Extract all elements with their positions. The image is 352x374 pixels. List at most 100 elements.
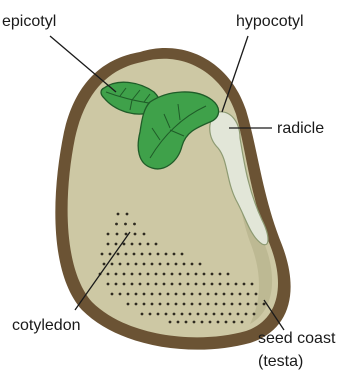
stipple-dot	[127, 263, 130, 266]
stipple-dot	[171, 273, 174, 276]
stipple-dot	[231, 303, 234, 306]
stipple-dot	[107, 283, 110, 286]
stipple-dot	[117, 253, 120, 256]
stipple-dot	[223, 303, 226, 306]
stipple-dot	[131, 283, 134, 286]
stipple-dot	[167, 263, 170, 266]
stipple-dot	[191, 293, 194, 296]
stipple-dot	[107, 273, 110, 276]
stipple-dot	[207, 293, 210, 296]
stipple-dot	[143, 293, 146, 296]
stipple-dot	[151, 303, 154, 306]
stipple-dot	[111, 263, 114, 266]
stipple-dot	[187, 273, 190, 276]
stipple-dot	[209, 321, 212, 324]
stipple-dot	[251, 283, 254, 286]
stipple-dot	[175, 263, 178, 266]
stipple-dot	[165, 313, 168, 316]
stipple-dot	[183, 293, 186, 296]
stipple-dot	[191, 263, 194, 266]
stipple-dot	[125, 233, 128, 236]
stipple-dot	[107, 233, 110, 236]
stipple-dot	[253, 313, 256, 316]
stipple-dot	[227, 283, 230, 286]
stipple-dot	[134, 233, 137, 236]
stipple-dot	[203, 283, 206, 286]
stipple-dot	[151, 293, 154, 296]
stipple-dot	[179, 283, 182, 286]
stipple-dot	[171, 283, 174, 286]
stipple-dot	[205, 313, 208, 316]
stipple-dot	[211, 273, 214, 276]
stipple-dot	[247, 303, 250, 306]
stipple-dot	[141, 253, 144, 256]
stipple-dot	[255, 303, 258, 306]
stipple-dot	[195, 283, 198, 286]
stipple-dot	[159, 303, 162, 306]
stipple-dot	[219, 283, 222, 286]
stipple-dot	[237, 313, 240, 316]
stipple-dot	[131, 273, 134, 276]
stipple-dot	[199, 303, 202, 306]
stipple-dot	[123, 283, 126, 286]
stipple-dot	[169, 321, 172, 324]
stipple-dot	[135, 303, 138, 306]
stipple-dot	[187, 283, 190, 286]
stipple-dot	[231, 293, 234, 296]
stipple-dot	[127, 303, 130, 306]
stipple-dot	[107, 243, 110, 246]
stipple-dot	[163, 283, 166, 286]
stipple-dot	[143, 303, 146, 306]
stipple-dot	[111, 293, 114, 296]
stipple-dot	[211, 283, 214, 286]
stipple-dot	[133, 253, 136, 256]
stipple-dot	[241, 321, 244, 324]
stipple-dot	[126, 213, 129, 216]
stipple-dot	[163, 273, 166, 276]
stipple-dot	[181, 253, 184, 256]
stipple-dot	[123, 273, 126, 276]
stipple-dot	[235, 283, 238, 286]
stipple-dot	[157, 313, 160, 316]
stipple-dot	[157, 253, 160, 256]
stipple-dot	[217, 321, 220, 324]
stipple-dot	[147, 243, 150, 246]
stipple-dot	[175, 293, 178, 296]
stipple-dot	[165, 253, 168, 256]
stipple-dot	[239, 293, 242, 296]
stipple-dot	[255, 293, 258, 296]
stipple-dot	[125, 253, 128, 256]
label-seed-coat-line2: (testa)	[258, 353, 303, 370]
stipple-dot	[195, 273, 198, 276]
label-hypocotyl: hypocotyl	[236, 13, 304, 30]
stipple-dot	[119, 263, 122, 266]
stipple-dot	[101, 253, 104, 256]
stipple-dot	[215, 303, 218, 306]
stipple-dot	[139, 273, 142, 276]
stipple-dot	[199, 263, 202, 266]
stipple-dot	[141, 313, 144, 316]
stipple-dot	[133, 223, 136, 226]
stipple-dot	[143, 263, 146, 266]
stipple-dot	[167, 293, 170, 296]
stipple-dot	[185, 321, 188, 324]
stipple-dot	[117, 213, 120, 216]
stipple-dot	[103, 263, 106, 266]
leader-epicotyl	[50, 36, 116, 92]
stipple-dot	[173, 253, 176, 256]
stipple-dot	[167, 303, 170, 306]
stipple-dot	[175, 303, 178, 306]
stipple-dot	[109, 253, 112, 256]
stipple-dot	[183, 303, 186, 306]
stipple-dot	[229, 313, 232, 316]
stipple-dot	[131, 243, 134, 246]
stipple-dot	[155, 283, 158, 286]
stipple-dot	[177, 321, 180, 324]
stipple-dot	[115, 283, 118, 286]
stipple-dot	[233, 321, 236, 324]
stipple-dot	[115, 223, 118, 226]
label-epicotyl: epicotyl	[2, 13, 56, 30]
stipple-dot	[243, 283, 246, 286]
stipple-dot	[245, 313, 248, 316]
